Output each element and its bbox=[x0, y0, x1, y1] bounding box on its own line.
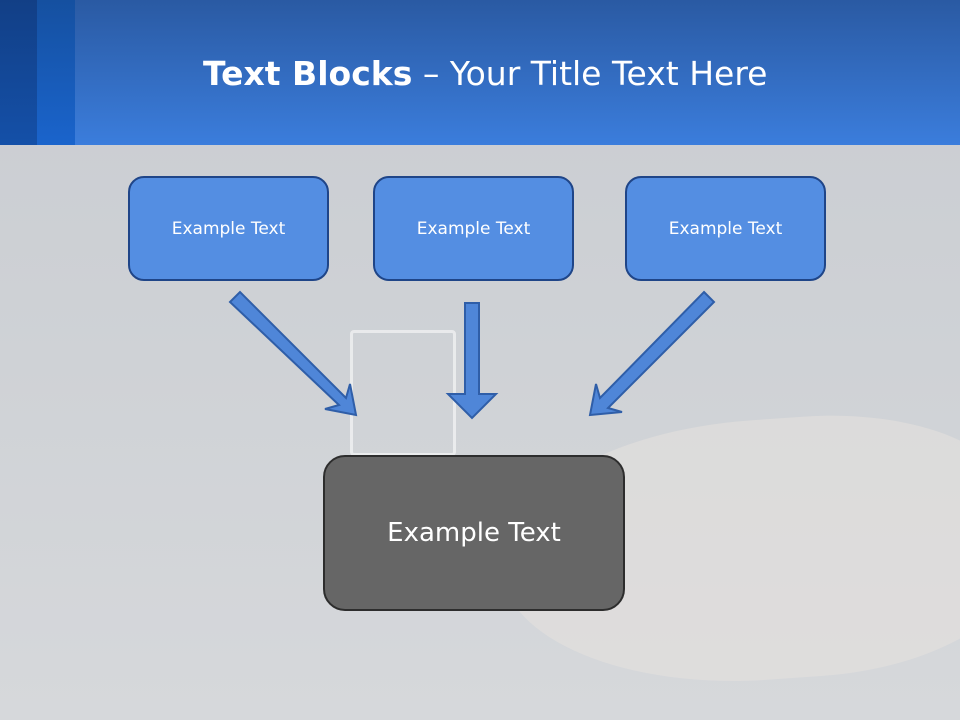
accent-strip bbox=[0, 0, 37, 145]
title-rest: – Your Title Text Here bbox=[412, 54, 768, 93]
text-block-2[interactable]: Example Text bbox=[373, 176, 574, 281]
text-block-label: Example Text bbox=[416, 218, 531, 239]
accent-strip bbox=[37, 0, 75, 145]
title-bar: Text Blocks – Your Title Text Here bbox=[0, 0, 960, 145]
text-block-label: Example Text bbox=[171, 218, 286, 239]
arrow-center bbox=[445, 302, 499, 420]
text-block-3[interactable]: Example Text bbox=[625, 176, 826, 281]
arrow-left bbox=[228, 290, 358, 417]
slide-title: Text Blocks – Your Title Text Here bbox=[203, 54, 767, 93]
result-block[interactable]: Example Text bbox=[323, 455, 625, 611]
result-block-label: Example Text bbox=[387, 518, 561, 548]
title-bold: Text Blocks bbox=[203, 54, 413, 93]
text-block-1[interactable]: Example Text bbox=[128, 176, 329, 281]
text-block-label: Example Text bbox=[668, 218, 783, 239]
arrow-right bbox=[588, 290, 716, 417]
